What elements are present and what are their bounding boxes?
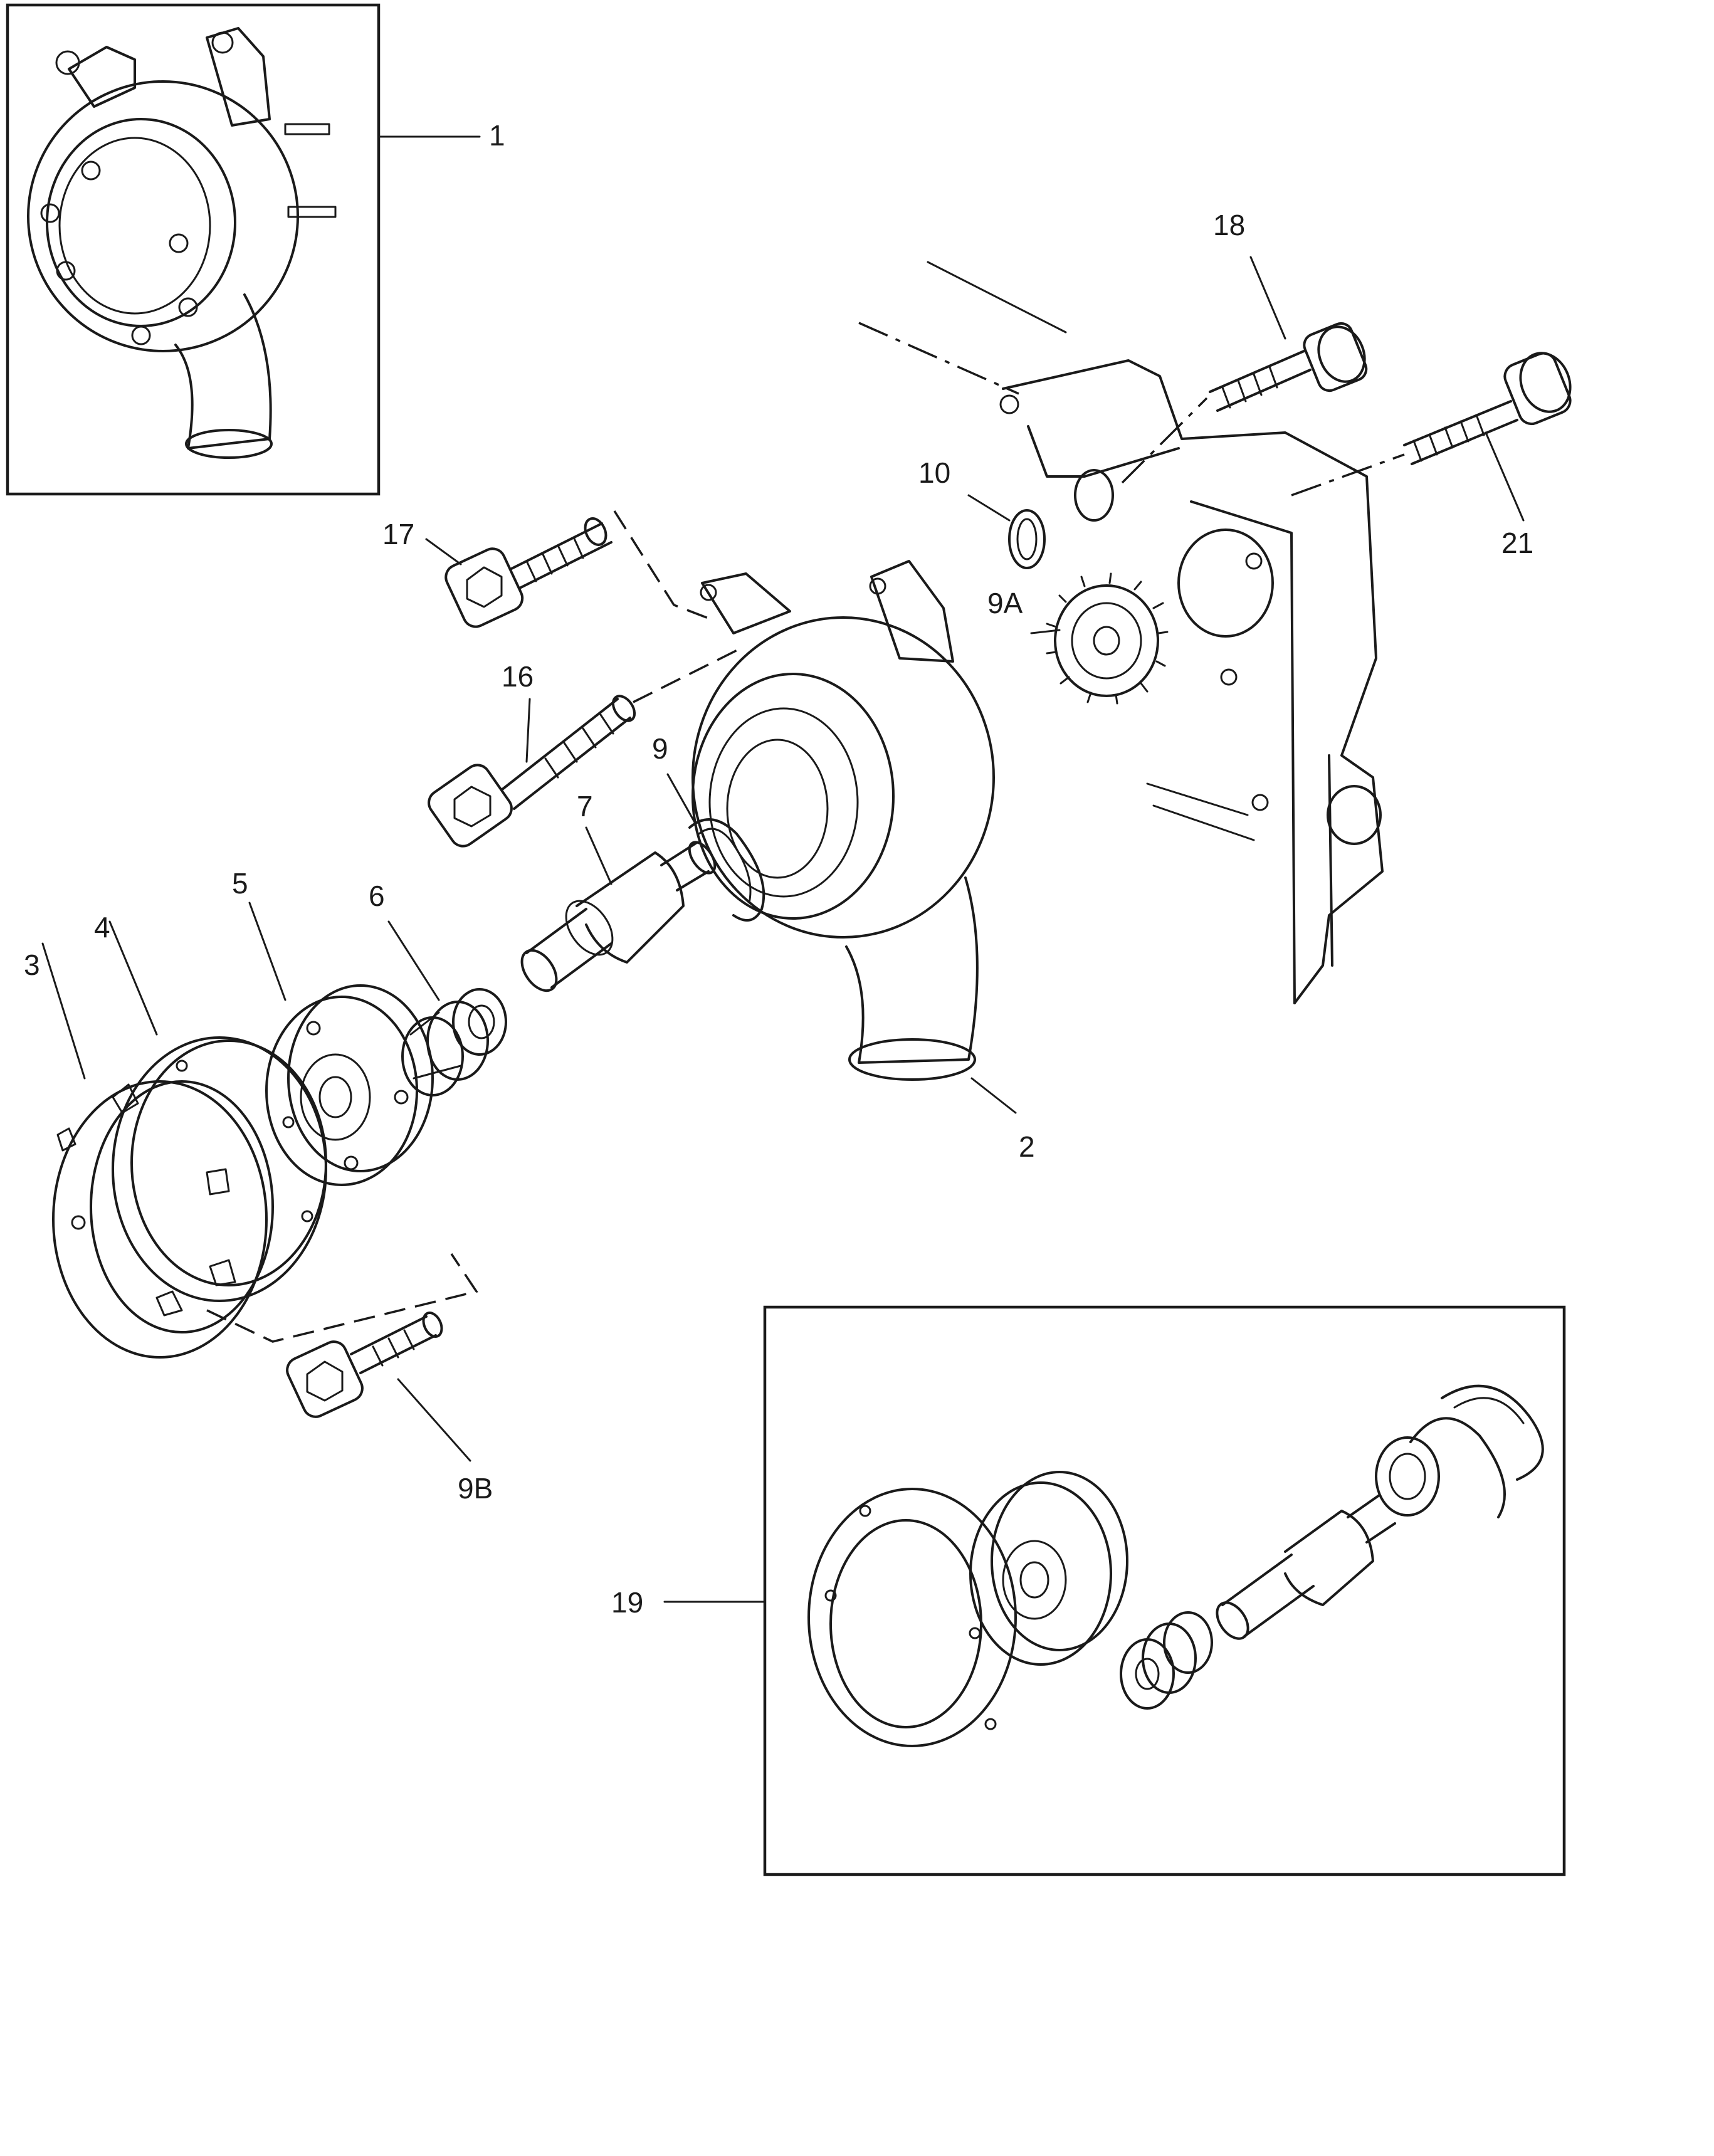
center-line-16 [633,648,740,703]
o-ring-seal [1008,509,1046,569]
leader-9a [1030,629,1061,634]
snap-ring [688,818,765,922]
pump-housing [691,560,995,1081]
label-17: 17 [382,518,414,550]
label-19: 19 [611,1586,643,1619]
leader-21 [1485,431,1525,522]
leader-6 [387,920,440,1001]
center-line-21 [1291,453,1405,497]
leader-3 [41,942,86,1080]
label-16: 16 [502,660,534,693]
leader-9 [666,773,697,826]
center-line-18 [1121,397,1208,484]
callout-labels: 1 2 3 4 5 6 7 9 9A 9B 10 16 17 18 19 21 [24,119,1533,1619]
label-18: 18 [1213,209,1245,241]
label-6: 6 [369,880,385,912]
label-9b: 9B [458,1472,493,1505]
leader-2 [970,1077,1017,1114]
label-10: 10 [918,456,950,489]
label-1: 1 [489,119,505,152]
label-4: 4 [94,911,110,944]
inset-repair-kit [763,1305,1566,1876]
engine-front-cover [858,261,1384,1004]
bolt-21 [1403,352,1572,465]
label-3: 3 [24,949,40,981]
leader-10 [967,494,1011,522]
pump-cover [52,1080,274,1359]
drive-gear [1046,572,1169,705]
leader-7 [585,826,613,885]
assembled-pump-drawing [27,27,337,459]
bolt-9b [286,1312,443,1418]
cover-gasket [112,1036,327,1302]
center-line-9b [206,1253,478,1343]
impeller [265,984,434,1186]
label-5: 5 [232,867,248,900]
label-9: 9 [652,732,668,765]
leader-5 [248,902,287,1001]
leader-9b [397,1378,471,1462]
label-21: 21 [1501,527,1533,559]
pump-shaft-bearing [520,841,717,992]
label-9a: 9A [987,587,1023,619]
inset-assembled-pump [6,3,481,496]
bolt-18 [1209,322,1368,412]
leader-16 [525,698,531,763]
inset-frame-1 [6,3,381,496]
mechanical-seal [401,988,507,1096]
label-7: 7 [577,790,593,823]
bolt-17 [444,517,613,628]
leader-18 [1249,256,1286,340]
leader-4 [108,920,158,1036]
bolt-16 [428,695,636,848]
label-2: 2 [1019,1130,1035,1163]
inset-frame-19 [763,1305,1566,1876]
leader-17 [425,538,462,565]
center-line-17 [613,510,715,622]
